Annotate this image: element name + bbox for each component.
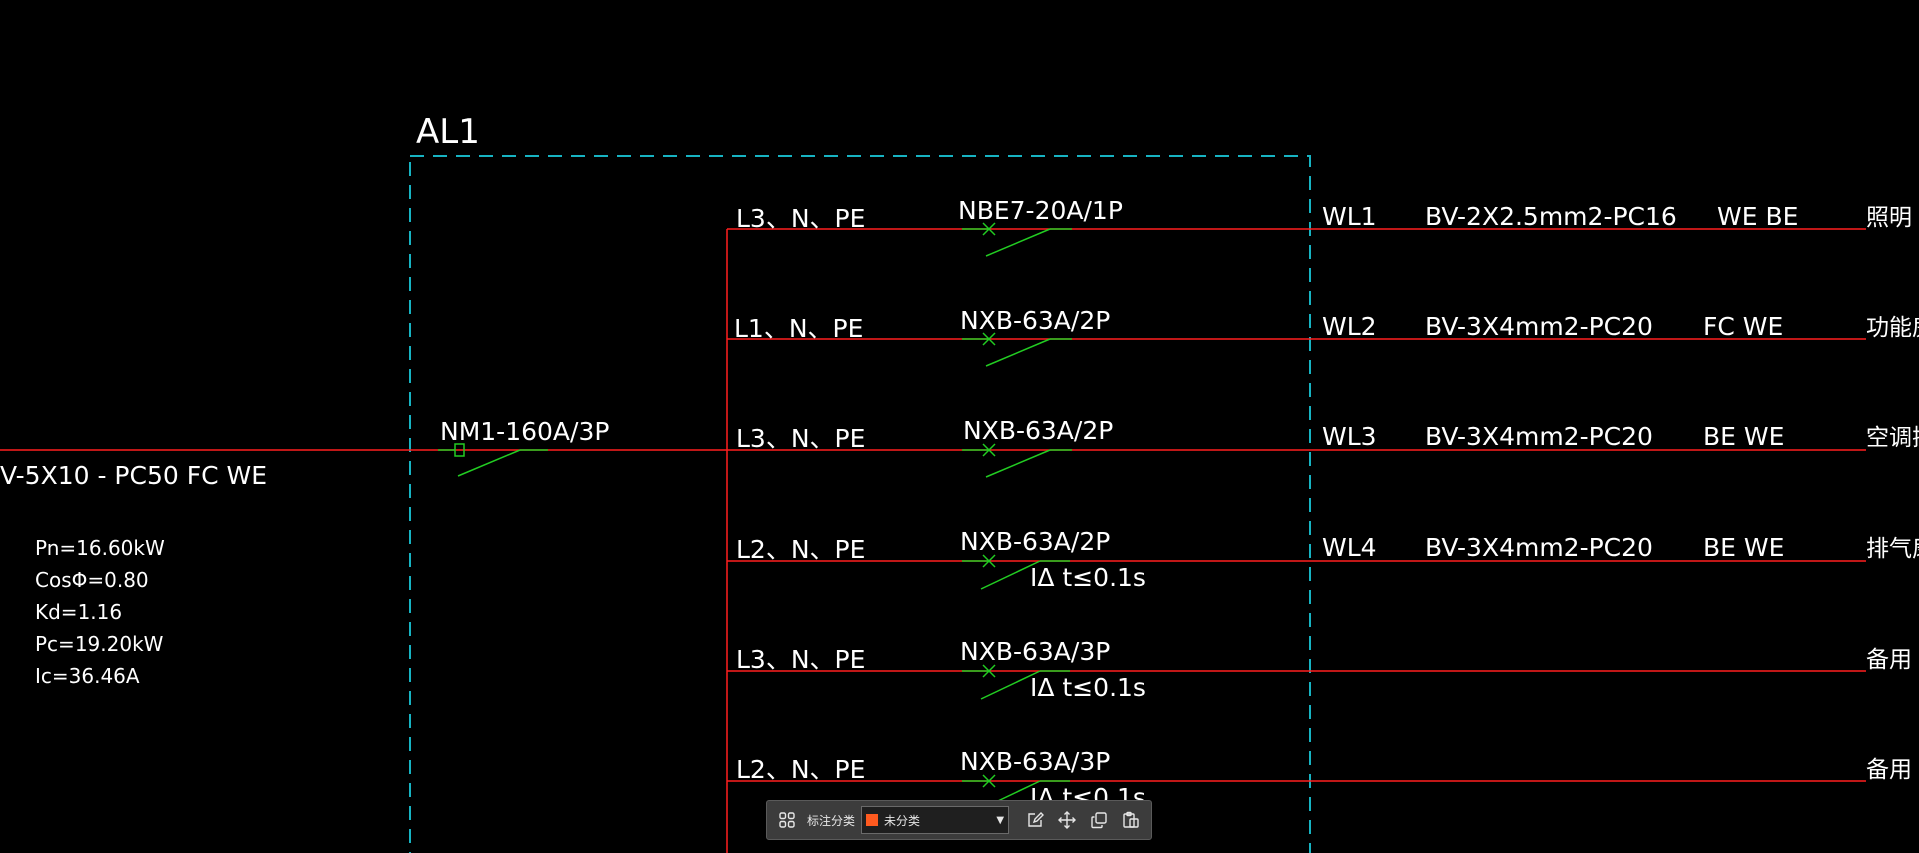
breaker-symbol[interactable] [962,222,1072,257]
laying-method: BE WE [1703,533,1784,562]
incoming-breaker-label: NM1-160A/3P [440,417,609,446]
breaker-symbol[interactable] [962,443,1072,478]
circuit-row-2[interactable]: L1、N、PE NXB-63A/2P WL2 BV-3X4mm2-PC20 FC… [727,306,1919,367]
circuit-row-3[interactable]: L3、N、PE NXB-63A/2P WL3 BV-3X4mm2-PC20 BE… [727,416,1919,478]
breaker-label: NXB-63A/3P [960,637,1110,666]
phase-label: L3、N、PE [736,645,865,674]
circuit-row-6[interactable]: L2、N、PE NXB-63A/3P IΔ t≤0.1s 备用 [727,747,1912,812]
circuit-purpose: 照明 [1866,205,1912,231]
laying-method: WE BE [1717,202,1798,231]
laying-method: BE WE [1703,422,1784,451]
phase-label: L3、N、PE [736,424,865,453]
breaker-label: NXB-63A/3P [960,747,1110,776]
grid-icon[interactable] [775,808,799,832]
move-icon[interactable] [1055,808,1079,832]
phase-label: L2、N、PE [736,535,865,564]
breaker-symbol[interactable] [962,664,1070,700]
copy-icon[interactable] [1087,808,1111,832]
panel-boundary[interactable] [409,155,1311,853]
chevron-down-icon: ▼ [996,814,1005,826]
incoming-cable-label: V-5X10 - PC50 FC WE [0,461,267,490]
circuit-purpose: 备用 [1866,757,1912,783]
cable-spec: BV-3X4mm2-PC20 [1425,312,1653,341]
phase-label: L2、N、PE [736,755,865,784]
rcd-label: IΔ t≤0.1s [1030,673,1146,702]
incoming-breaker-symbol[interactable] [438,443,548,477]
load-parameters: Pn=16.60kW CosΦ=0.80 Kd=1.16 Pc=19.20kW … [35,536,165,688]
circuit-purpose: 功能房 [1866,315,1919,341]
param-cosphi: CosΦ=0.80 [35,568,149,592]
category-label: 标注分类 [807,813,856,828]
param-kd: Kd=1.16 [35,600,122,624]
category-select[interactable]: 未分类 ▼ [861,806,1010,834]
breaker-label: NBE7-20A/1P [958,196,1123,225]
breaker-symbol[interactable] [962,554,1070,590]
param-ic: Ic=36.46A [35,664,140,688]
circuit-row-1[interactable]: L3、N、PE NBE7-20A/1P WL1 BV-2X2.5mm2-PC16… [727,196,1912,257]
rcd-label: IΔ t≤0.1s [1030,563,1146,592]
cable-spec: BV-2X2.5mm2-PC16 [1425,202,1677,231]
phase-label: L3、N、PE [736,204,865,233]
circuit-id: WL2 [1322,312,1377,341]
breaker-symbol[interactable] [962,774,1070,810]
cable-spec: BV-3X4mm2-PC20 [1425,422,1653,451]
breaker-label: NXB-63A/2P [963,416,1113,445]
circuit-id: WL4 [1322,533,1377,562]
paste-icon[interactable] [1119,808,1143,832]
circuit-id: WL1 [1322,202,1377,231]
phase-label: L1、N、PE [734,314,863,343]
annotation-toolbar: 标注分类 未分类 ▼ [766,800,1152,840]
circuit-row-5[interactable]: L3、N、PE NXB-63A/3P IΔ t≤0.1s 备用 [727,637,1912,702]
circuit-purpose: 备用 [1866,647,1912,673]
category-selected-value: 未分类 [884,813,921,828]
breaker-symbol[interactable] [962,332,1072,367]
param-pn: Pn=16.60kW [35,536,165,560]
circuit-purpose: 排气扇 [1866,536,1919,562]
cable-spec: BV-3X4mm2-PC20 [1425,533,1653,562]
edit-icon[interactable] [1023,808,1047,832]
category-color-swatch [866,814,879,826]
circuit-purpose: 空调插 [1866,425,1919,451]
circuit-id: WL3 [1322,422,1377,451]
breaker-label: NXB-63A/2P [960,527,1110,556]
circuit-row-4[interactable]: L2、N、PE NXB-63A/2P IΔ t≤0.1s WL4 BV-3X4m… [727,527,1919,592]
param-pc: Pc=19.20kW [35,632,164,656]
laying-method: FC WE [1703,312,1783,341]
panel-name: AL1 [416,112,480,152]
breaker-label: NXB-63A/2P [960,306,1110,335]
